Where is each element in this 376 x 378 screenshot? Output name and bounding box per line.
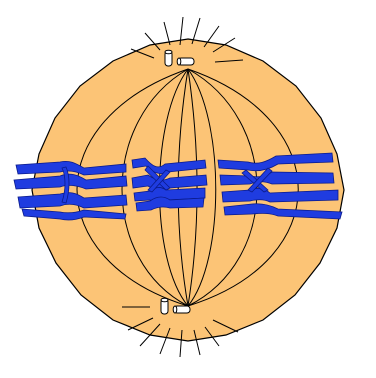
centriole-vertical xyxy=(161,298,168,314)
centriole-horizontal xyxy=(173,306,190,313)
centriole-vertical xyxy=(165,50,172,66)
aster-ray xyxy=(164,22,170,45)
chromosome-group-middle xyxy=(132,158,207,211)
centriole-horizontal xyxy=(177,58,194,65)
